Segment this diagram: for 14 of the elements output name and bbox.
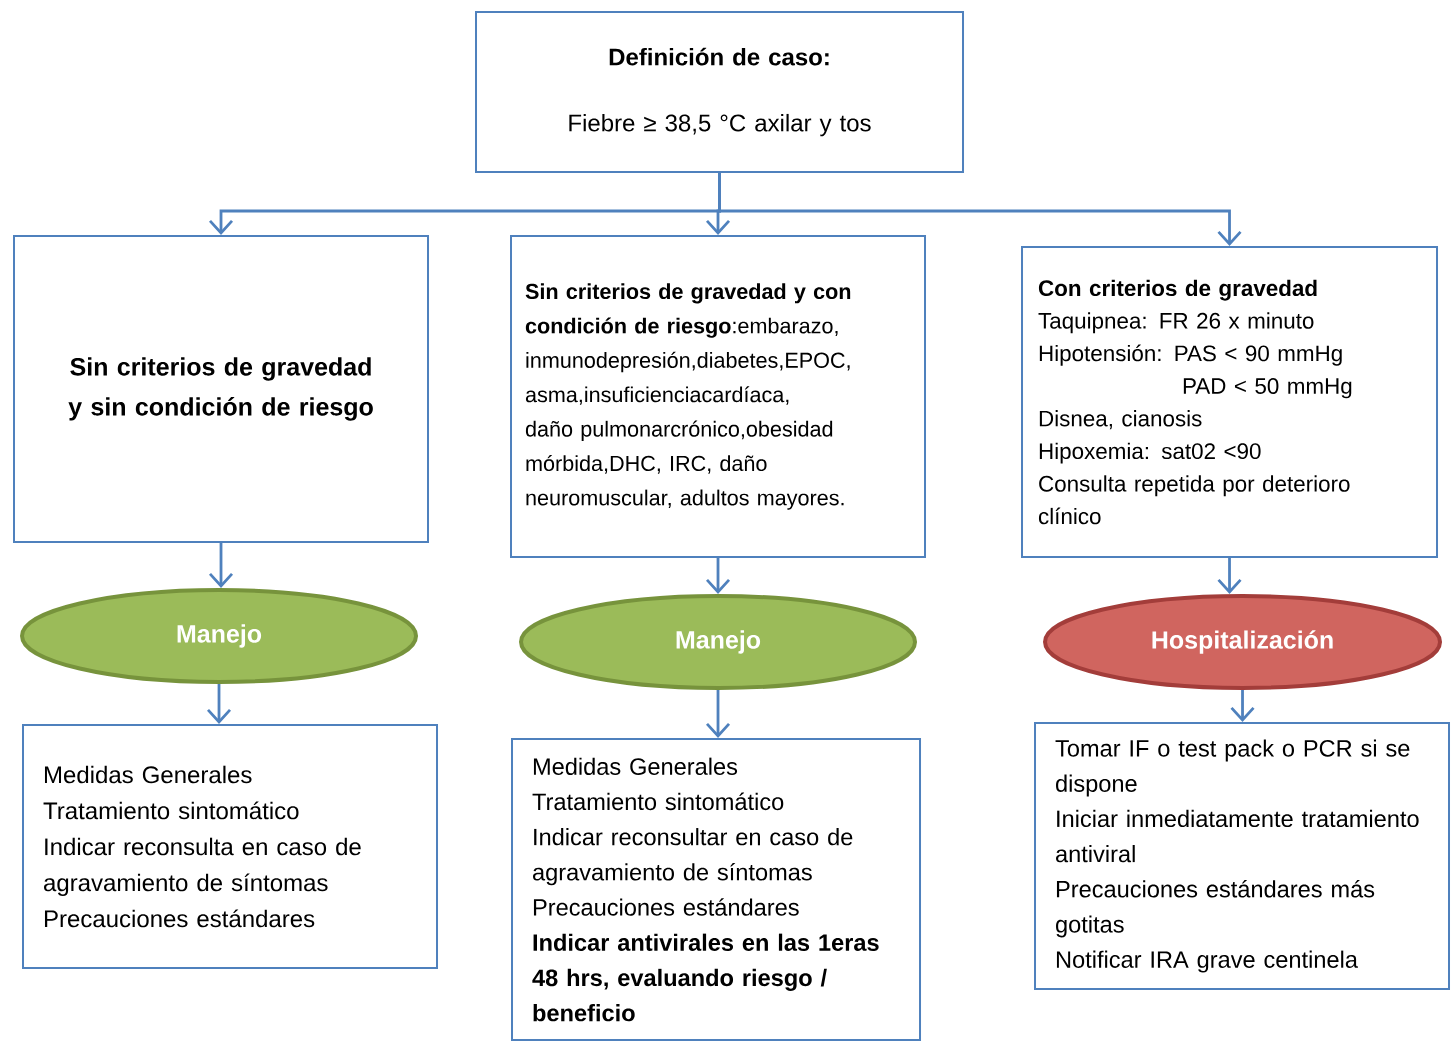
- arrow: [206, 684, 232, 724]
- process-box: Tomar IF o test pack o PCR si se dispone Iniciar inmediatamente tratamiento antiviral Precauciones estándares más gotitas Notificar IRA grave centinela: [1034, 722, 1450, 990]
- arrow: [718, 173, 1242, 246]
- arrow: [705, 558, 731, 594]
- process-box: Con criterios de gravedad Taquipnea: FR 26 x minuto Hipotensión: PAS < 90 mmHg PAD < 50 mmHg Disnea, cianosis Hipoxemia: sat02 <90 Consulta repetida por deterioro clínico: [1021, 246, 1438, 558]
- process-box: Sin criterios de gravedad y sin condición de riesgo: [13, 235, 429, 543]
- arrow: [208, 543, 234, 588]
- arrow: [1230, 690, 1255, 722]
- arrow: [705, 690, 731, 738]
- arrow: [1217, 558, 1242, 594]
- process-box: Definición de caso: Fiebre ≥ 38,5 °C axilar y tos: [475, 11, 964, 173]
- process-box: Medidas Generales Tratamiento sintomático Indicar reconsulta en caso de agravamiento de síntomas Precauciones estándares: [22, 724, 438, 969]
- process-box: Medidas Generales Tratamiento sintomático Indicar reconsultar en caso de agravamiento de síntomas Precauciones estándares Indicar antivirales en las 1eras 48 hrs, evaluando riesgo / beneficio: [511, 738, 921, 1041]
- process-box: Sin criterios de gravedad y con condición de riesgo:embarazo, inmunodepresión,diabetes,EPOC, asma,insuficienciacardíaca, daño pulmonarcrónico,obesidad mórbida,DHC, IRC, daño neuromuscular, adultos mayores.: [510, 235, 926, 558]
